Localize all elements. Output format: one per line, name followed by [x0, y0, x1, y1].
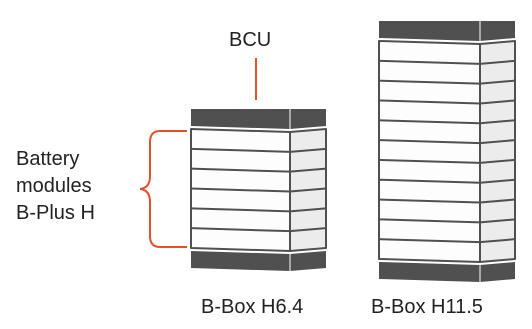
tower-base — [191, 251, 326, 271]
battery-module-divider — [378, 178, 516, 184]
battery-module-divider — [190, 207, 327, 213]
tower-b-box-h6-4 — [190, 109, 327, 271]
battery-module-divider — [378, 99, 516, 105]
battery-modules-label-line-1: Battery — [16, 148, 80, 170]
battery-module-divider — [378, 119, 516, 125]
battery-module-divider — [190, 187, 327, 193]
battery-modules-label: Battery modules B-Plus H — [16, 146, 146, 227]
tower-b-box-h11-5 — [378, 21, 516, 282]
battery-modules-label-line-3: B-Plus H — [16, 202, 95, 224]
battery-module-divider — [378, 79, 516, 85]
tower-base — [379, 262, 515, 282]
battery-module-divider — [190, 227, 327, 233]
battery-module-divider — [378, 59, 516, 65]
bcu-cap — [191, 109, 326, 129]
battery-module-divider — [190, 167, 327, 173]
battery-module-divider — [378, 198, 516, 204]
caption-b-box-h6-4: B-Box H6.4 — [201, 296, 304, 318]
bcu-label: BCU — [229, 29, 272, 51]
battery-module-divider — [378, 238, 516, 244]
battery-module-divider — [378, 218, 516, 224]
battery-module-divider — [378, 158, 516, 164]
battery-module-divider — [190, 147, 327, 153]
tower-side-face — [479, 40, 516, 263]
battery-modules-bracket — [139, 130, 187, 248]
battery-module-divider — [378, 139, 516, 145]
tower-front-face — [378, 40, 481, 263]
battery-modules-label-line-2: modules — [16, 175, 92, 197]
caption-b-box-h11-5: B-Box H11.5 — [371, 296, 483, 318]
bcu-cap — [379, 21, 515, 41]
